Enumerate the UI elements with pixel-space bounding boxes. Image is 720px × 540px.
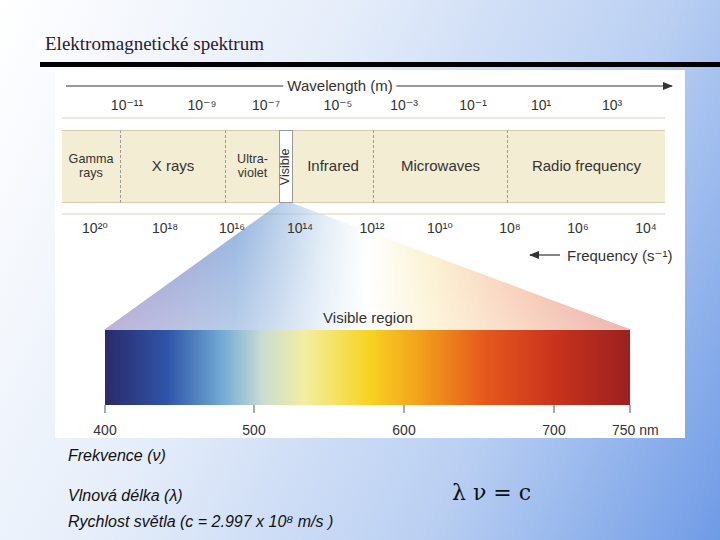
frequency-tick: 10⁶: [567, 220, 588, 236]
band-label: Ultra- violet: [226, 153, 279, 181]
frequency-tick: 10¹⁴: [287, 220, 313, 236]
wavelength-tick: 10⁻⁵: [324, 97, 353, 113]
slide-title: Elektromagnetické spektrum: [45, 33, 264, 55]
nm-tick: 400: [93, 422, 116, 438]
visible-spectrum-bar: [105, 330, 630, 405]
visible-band: Visible: [279, 130, 293, 203]
figure-panel: [55, 70, 685, 438]
wavelength-tick: 10⁻⁷: [252, 97, 280, 113]
nm-tick: 750 nm: [612, 422, 659, 438]
xray-band: X rays: [120, 130, 225, 203]
frequency-arrow: [530, 254, 560, 255]
band-label: Microwaves: [398, 158, 483, 175]
fan-fade: [104, 203, 632, 330]
wavelength-tick: 10¹: [531, 97, 551, 113]
scale-line: [62, 118, 665, 119]
formula: λ ν = c: [452, 480, 531, 505]
visible-fan: [104, 203, 632, 330]
frequency-tick: 10⁸: [499, 220, 520, 236]
band-label: X rays: [149, 158, 198, 175]
infrared-band: Infrared: [293, 130, 373, 203]
nm-tick: 700: [542, 422, 565, 438]
frequency-tick: 10¹⁰: [427, 220, 453, 236]
wavelength-tick: 10⁻³: [390, 97, 418, 113]
wavelength-tick: 10³: [602, 97, 622, 113]
band-label: Visible: [279, 148, 293, 185]
band-label: Infrared: [304, 158, 362, 175]
frequency-tick: 10⁴: [635, 220, 657, 236]
band-label: Gamma rays: [62, 153, 120, 181]
microwave-band: Microwaves: [373, 130, 507, 203]
note: Rychlost světla (c = 2.997 x 10⁸ m/s ): [68, 513, 333, 531]
nm-ticks: [105, 405, 630, 413]
frequency-tick: 10¹²: [360, 220, 385, 236]
band-label: Radio frequency: [529, 158, 644, 175]
nm-tick: 600: [392, 422, 415, 438]
frequency-tick: 10¹⁸: [152, 220, 178, 236]
scale-line: [62, 214, 665, 215]
note: Frekvence (ν): [68, 447, 166, 465]
axis-title: Frequency (s⁻¹): [567, 247, 672, 264]
title-rule: [40, 62, 720, 67]
frequency-tick: 10²⁰: [82, 220, 108, 236]
radio-band: Radio frequency: [507, 130, 665, 203]
nm-tick: 500: [242, 422, 265, 438]
axis-title: Wavelength (m): [283, 77, 396, 94]
wavelength-tick: 10⁻⁹: [188, 97, 217, 113]
frequency-tick: 10¹⁶: [219, 220, 245, 236]
uv-band: Ultra- violet: [225, 130, 279, 203]
wavelength-tick: 10⁻¹: [459, 97, 487, 113]
gamma-band: Gamma rays: [62, 130, 120, 203]
wavelength-tick: 10⁻¹¹: [111, 97, 143, 113]
note: Vlnová délka (λ): [68, 487, 183, 505]
region-title: Visible region: [323, 309, 413, 326]
